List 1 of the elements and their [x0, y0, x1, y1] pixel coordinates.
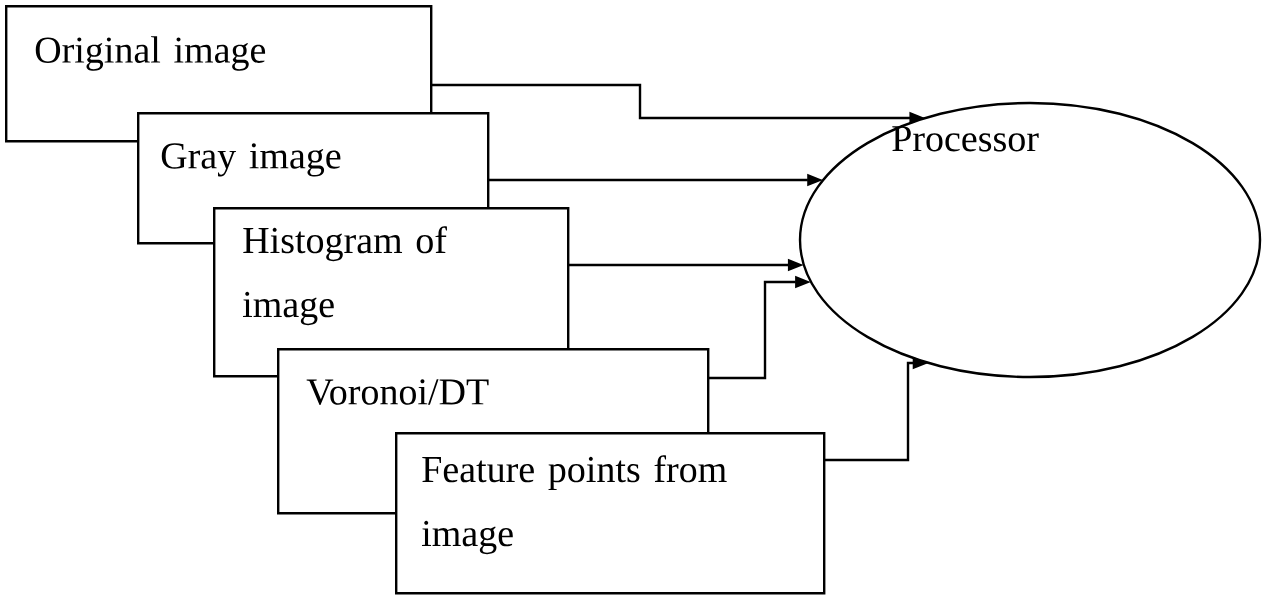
text-box: Feature points from image — [395, 432, 826, 595]
